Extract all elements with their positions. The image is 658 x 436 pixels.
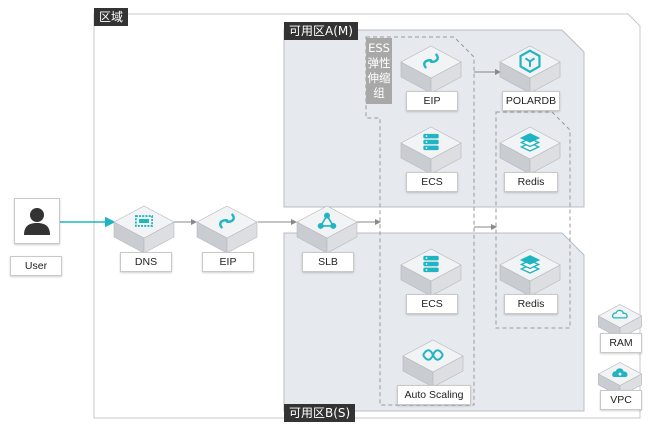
redis-b-label: Redis xyxy=(504,294,558,314)
slb-icon xyxy=(317,212,337,229)
redis-icon xyxy=(519,133,541,152)
polardb-label: POLARDB xyxy=(502,91,560,111)
cube-top-face xyxy=(597,304,643,328)
redis-b-node[interactable] xyxy=(499,248,561,297)
ecs-b-label: ECS xyxy=(406,294,458,314)
ecs-b-node[interactable] xyxy=(400,248,462,297)
polardb-node[interactable] xyxy=(499,45,561,94)
dns-label: DNS xyxy=(120,252,172,272)
redis-a-node[interactable] xyxy=(499,126,561,175)
ram-icon xyxy=(611,309,628,319)
zone-b-label: 可用区B(S) xyxy=(284,404,356,422)
eip-main-node[interactable] xyxy=(196,205,258,254)
redis-icon xyxy=(519,255,541,274)
service-nodes xyxy=(113,45,643,397)
ram-node[interactable] xyxy=(597,304,643,339)
eip-icon xyxy=(219,213,235,229)
ess-scaling-group-label: ESS 弹性 伸缩 组 xyxy=(366,38,392,104)
ecs-icon xyxy=(423,133,439,151)
zone-a-label: 可用区A(M) xyxy=(284,22,358,40)
vpc-label: VPC xyxy=(600,390,642,410)
polardb-icon xyxy=(519,49,541,74)
auto-scaling-node[interactable] xyxy=(402,339,464,388)
dns-node[interactable] xyxy=(113,205,175,254)
eip-icon xyxy=(423,53,439,69)
ecs-a-label: ECS xyxy=(406,172,458,192)
user-node[interactable] xyxy=(14,198,60,244)
region-label: 区域 xyxy=(94,8,129,26)
user-icon xyxy=(24,208,50,235)
eip-a-node[interactable] xyxy=(400,45,462,94)
ecs-icon xyxy=(423,255,439,273)
ecs-a-node[interactable] xyxy=(400,126,462,175)
dns-icon xyxy=(134,215,153,227)
slb-node[interactable] xyxy=(296,205,358,254)
auto-scaling-label: Auto Scaling xyxy=(397,385,471,405)
ram-label: RAM xyxy=(600,333,642,353)
slb-label: SLB xyxy=(302,252,354,272)
eip-main-label: EIP xyxy=(202,252,254,272)
cube-top-face xyxy=(296,205,358,239)
redis-a-label: Redis xyxy=(504,172,558,192)
user-label: User xyxy=(10,256,62,276)
vpc-icon xyxy=(612,368,628,377)
auto-scaling-icon xyxy=(422,349,444,361)
ess-scaling-group-boundary xyxy=(365,36,475,406)
eip-a-label: EIP xyxy=(406,91,458,111)
